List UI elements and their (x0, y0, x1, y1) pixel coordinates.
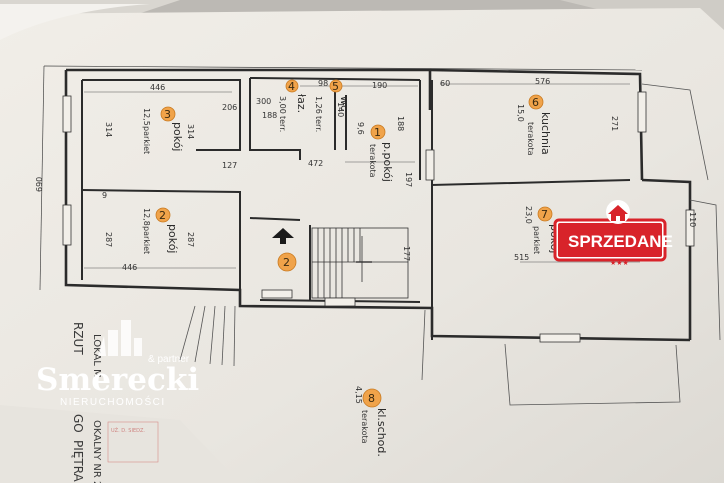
brand-partner: & partner (148, 354, 190, 365)
dim-576: 576 (535, 77, 550, 86)
stair-marker-number: 2 (283, 256, 290, 269)
inner-walls (81, 77, 631, 340)
brand-name: Smerecki (36, 362, 199, 398)
dim-314-right: 314 (186, 124, 195, 139)
dim-190: 190 (372, 81, 387, 90)
dim-110: 110 (688, 212, 697, 227)
dim-287-left: 287 (104, 232, 113, 247)
room-7-number: 7 (541, 208, 548, 221)
room-3-floor: parkiet (142, 126, 151, 154)
room-1-floor: terakota (368, 144, 377, 178)
room-markers: 3 2 4 5 1 6 7 2 8 (155, 79, 553, 408)
sheet-rzut: RZUT (71, 322, 85, 355)
dim-446-bottom: 446 (122, 263, 137, 272)
dim-197: 197 (404, 172, 413, 187)
house-icon (606, 200, 630, 224)
room-2-area: 12,8 (142, 208, 151, 226)
brand-watermark: & partner Smerecki NIERUCHOMOŚCI (36, 320, 199, 408)
sheet-lokal: LOKAL M (91, 334, 102, 378)
room-5-name: wc (338, 96, 351, 111)
dim-60: 60 (440, 79, 450, 88)
dim-515: 515 (514, 253, 529, 262)
dim-314-left: 314 (104, 122, 113, 137)
room-2-number: 2 (159, 209, 166, 222)
room-6-area: 15,0 (516, 104, 525, 122)
dim-446: 446 (150, 83, 165, 92)
room-6-number: 6 (532, 96, 539, 109)
room-1-number: 1 (374, 126, 381, 139)
sheet-lokal-nr: OKALNY NR 2 P (91, 420, 102, 483)
dim-9: 9 (102, 191, 107, 200)
dim-300: 300 (256, 97, 271, 106)
dim-140: 140 (336, 102, 345, 117)
dim-98: 98 (318, 79, 328, 88)
room-3-name: pokój (171, 122, 184, 151)
room-7-area: 23,0 (524, 206, 533, 224)
room-4-area: 3,00 (278, 96, 287, 114)
dim-690: 690 (35, 177, 44, 192)
room-8-floor: terakota (360, 410, 369, 444)
dim-188-b: 188 (396, 116, 405, 131)
room-5-floor: terr. (314, 116, 323, 132)
room-6-name: kuchnia (539, 112, 552, 155)
room-1-name: p.pokój (381, 142, 394, 182)
room-3-area: 12,5 (142, 108, 151, 126)
dim-177: 177 (402, 246, 411, 261)
entry-arrow-icon (272, 228, 294, 238)
dim-472: 472 (308, 159, 323, 168)
dim-188-a: 188 (262, 111, 277, 120)
dim-206: 206 (222, 103, 237, 112)
room-4-number: 4 (288, 80, 295, 93)
room-8-area: 4,15 (354, 386, 363, 404)
brand-building-icon (98, 320, 142, 356)
brand-sub: NIERUCHOMOŚCI (60, 395, 166, 408)
balcony-lines (179, 83, 721, 406)
room-1-area: 9,6 (356, 122, 365, 135)
dim-287-right: 287 (186, 232, 195, 247)
room-7-floor: parkiet (532, 226, 541, 254)
sold-badge-label: SPRZEDANE (568, 232, 673, 251)
room-5-number: 5 (332, 80, 339, 93)
room-8-name: kl.schod. (375, 408, 388, 457)
room-4-floor: terr. (278, 116, 287, 132)
svg-text:UŻ. D. SIEDZ.: UŻ. D. SIEDZ. (111, 427, 145, 434)
room-4-name: łaz. (295, 94, 308, 113)
room-2-name: pokój (166, 224, 179, 253)
room-8-number: 8 (368, 392, 375, 405)
badge-stars: ★★★ (610, 259, 629, 267)
room-5-area: 1,26 (314, 96, 323, 114)
sold-badge: SPRZEDANE ★★★ (553, 200, 673, 267)
sheet-pietra: PIĘTRA (71, 440, 85, 483)
dim-127: 127 (222, 161, 237, 170)
red-stamp: UŻ. D. SIEDZ. (107, 421, 159, 463)
windows (62, 91, 695, 343)
room-6-floor: terakota (526, 122, 535, 156)
sheet-go: GO (71, 414, 85, 433)
room-3-number: 3 (164, 108, 171, 121)
room-2-floor: parkiet (142, 226, 151, 254)
dim-271: 271 (610, 116, 619, 131)
staircase-drawing (311, 227, 409, 299)
